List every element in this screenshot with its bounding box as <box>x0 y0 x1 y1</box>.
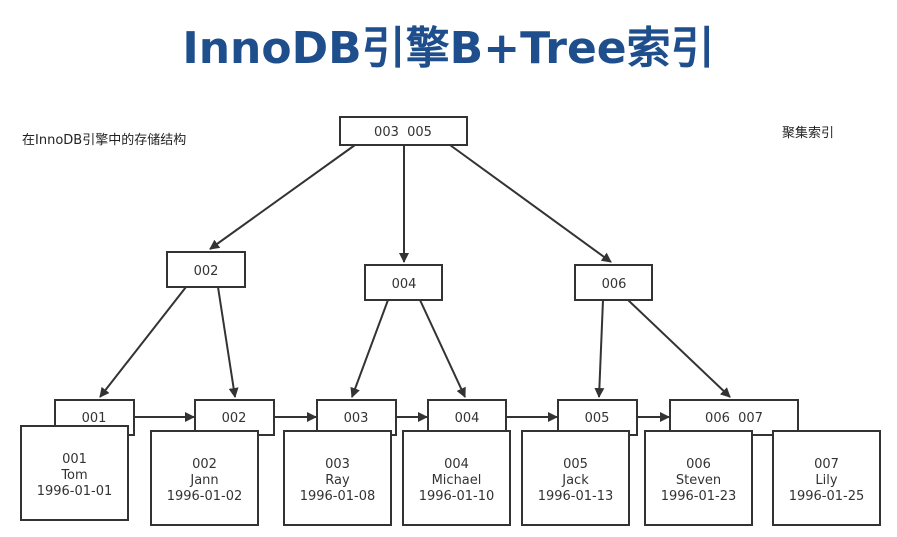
arrow <box>419 299 466 398</box>
leaf-node: 003 <box>316 399 397 436</box>
leaf-node: 006 007 <box>669 399 799 436</box>
record-id: 005 <box>563 457 588 472</box>
record-date: 1996-01-25 <box>789 489 865 504</box>
internal-node: 004 <box>364 264 443 301</box>
record-date: 1996-01-02 <box>167 489 243 504</box>
arrow <box>449 144 612 263</box>
record-date: 1996-01-01 <box>37 484 113 499</box>
record-name: Jann <box>189 473 218 488</box>
internal-node: 006 <box>574 264 653 301</box>
arrow <box>217 286 239 398</box>
record-date: 1996-01-10 <box>419 489 495 504</box>
record-date: 1996-01-13 <box>538 489 614 504</box>
arrow <box>350 299 389 398</box>
arrow <box>209 144 356 250</box>
svg-text:006 007: 006 007 <box>705 411 763 426</box>
svg-text:005: 005 <box>585 411 610 426</box>
record-name: Lily <box>815 473 837 488</box>
record-name: Ray <box>325 473 350 488</box>
svg-text:001: 001 <box>82 411 107 426</box>
record-id: 007 <box>814 457 839 472</box>
svg-text:004: 004 <box>455 411 480 426</box>
record-date: 1996-01-23 <box>661 489 737 504</box>
record-name: Michael <box>432 473 482 488</box>
arrow <box>99 286 187 398</box>
record-id: 003 <box>325 457 350 472</box>
leaf-node: 005 <box>557 399 638 436</box>
record-name: Jack <box>561 473 589 488</box>
leaf-node: 002 <box>194 399 275 436</box>
record-id: 004 <box>444 457 469 472</box>
svg-text:006: 006 <box>602 277 627 292</box>
record-id: 006 <box>686 457 711 472</box>
svg-text:002: 002 <box>194 264 219 279</box>
svg-text:002: 002 <box>222 411 247 426</box>
record-name: Steven <box>676 473 721 488</box>
root-node: 003 005 <box>339 116 468 146</box>
record-id: 002 <box>192 457 217 472</box>
record-name: Tom <box>60 468 87 483</box>
clustered-index-label: 聚集索引 <box>782 126 835 141</box>
svg-text:004: 004 <box>392 277 417 292</box>
arrow <box>594 299 605 398</box>
page-title: InnoDB引擎B+Tree索引 <box>182 23 715 74</box>
svg-text:003: 003 <box>344 411 369 426</box>
root-keys: 003 005 <box>374 125 432 140</box>
arrow <box>627 299 731 398</box>
record-id: 001 <box>62 452 87 467</box>
internal-node: 002 <box>166 251 246 288</box>
storage-structure-label: 在InnoDB引擎中的存储结构 <box>22 133 187 148</box>
record-date: 1996-01-08 <box>300 489 376 504</box>
leaf-node: 004 <box>427 399 507 436</box>
